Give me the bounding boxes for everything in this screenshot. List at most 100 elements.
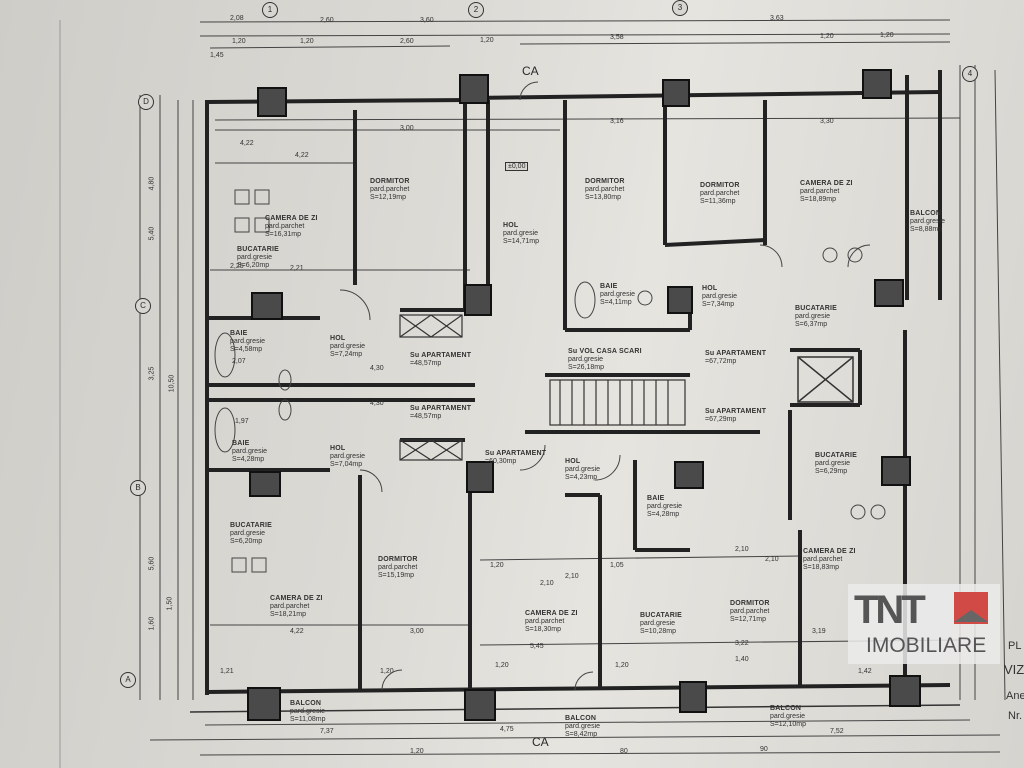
- dimension-left: 10,50: [168, 374, 176, 393]
- room-floor: pard.gresie: [230, 338, 266, 345]
- axis-marker-c: C: [135, 298, 151, 314]
- dimension-top: 3,60: [420, 17, 434, 24]
- dimension-top: 1,20: [232, 38, 246, 45]
- dimension-bottom: 1,20: [615, 662, 629, 669]
- dimension-inner: 2,21: [290, 265, 304, 272]
- dimension-bottom: 7,37: [320, 728, 334, 735]
- room-area: S=14,71mp: [503, 238, 539, 245]
- room-area: S=10,28mp: [640, 628, 676, 635]
- dimension-top: 2,60: [400, 38, 414, 45]
- room-name: BALCON: [910, 210, 942, 217]
- dimension-inner: 3,22: [735, 640, 749, 647]
- room-name: BALCON: [290, 700, 322, 707]
- section-mark-bottom: CA: [532, 735, 549, 749]
- dimension-left: 1,60: [148, 616, 156, 631]
- title-block-nr: Nr.: [1008, 710, 1023, 722]
- axis-marker-4: 4: [962, 66, 978, 82]
- room-name: CAMERA DE ZI: [800, 180, 853, 187]
- room-area: S=4,11mp: [600, 299, 632, 306]
- room-name: DORMITOR: [378, 556, 418, 563]
- room-name: HOL: [565, 458, 581, 465]
- door-swings: [214, 81, 886, 691]
- dimension-inner: 2,10: [765, 556, 779, 563]
- room-area: S=12,19mp: [370, 194, 406, 201]
- room-area: S=8,42mp: [565, 731, 598, 738]
- room-floor: pard.gresie: [230, 530, 266, 537]
- room-name: HOL: [330, 445, 346, 452]
- title-block-pl: PL: [1008, 640, 1022, 652]
- room-area: S=6,20mp: [237, 262, 270, 269]
- room-area: S=4,58mp: [230, 346, 263, 353]
- dimension-inner: 1,20: [490, 562, 504, 569]
- room-area: S=12,10mp: [770, 721, 806, 728]
- dimension-inner: 1,05: [610, 562, 624, 569]
- room-label: Su APARTAMENT=60,30mp: [485, 450, 546, 466]
- room-area: S=4,23mp: [565, 474, 598, 481]
- room-floor: pard.gresie: [647, 503, 683, 510]
- balcony-lines: [189, 356, 961, 713]
- axis-marker-2: 2: [468, 2, 484, 18]
- dimension-inner: 4,22: [290, 628, 304, 635]
- room-area: S=7,04mp: [330, 461, 363, 468]
- room-floor: pard.gresie: [232, 448, 268, 455]
- room-label: Su APARTAMENT=67,29mp: [705, 408, 766, 424]
- room-floor: pard.gresie: [600, 291, 636, 298]
- room-area: S=7,24mp: [330, 351, 363, 358]
- room-floor: pard.parchet: [270, 603, 310, 610]
- room-floor: pard.parchet: [803, 556, 843, 563]
- dimension-bottom: 1,42: [858, 668, 872, 675]
- dimension-inner: 3,00: [410, 628, 424, 635]
- tnt-imobiliare-watermark: TNT IMOBILIARE: [848, 584, 1000, 664]
- room-floor: pard.gresie: [815, 460, 851, 467]
- dimension-inner: 4,30: [370, 365, 384, 372]
- dimension-top: 1,20: [300, 38, 314, 45]
- dimension-top: 1,20: [480, 37, 494, 44]
- axis-marker-1: 1: [262, 2, 278, 18]
- room-name: HOL: [702, 285, 718, 292]
- room-name: DORMITOR: [370, 178, 410, 185]
- dimension-top: 2,08: [230, 15, 244, 22]
- dimension-bottom: 1,20: [380, 668, 394, 675]
- axis-marker-b: B: [130, 480, 146, 496]
- room-area: =60,30mp: [485, 458, 517, 465]
- elevation-label: ±0,00: [505, 162, 529, 171]
- room-name: DORMITOR: [730, 600, 770, 607]
- room-floor: pard.gresie: [702, 293, 738, 300]
- room-area: S=7,34mp: [702, 301, 735, 308]
- dimension-lines: [59, 19, 1006, 768]
- room-area: S=26,18mp: [568, 364, 604, 371]
- room-area: =48,57mp: [410, 413, 442, 420]
- dimension-bottom: 90: [760, 746, 768, 753]
- room-area: S=16,31mp: [265, 231, 301, 238]
- title-block-ane: Ane: [1006, 690, 1024, 702]
- room-floor: pard.gresie: [640, 620, 676, 627]
- room-area: S=11,36mp: [700, 198, 736, 205]
- room-floor: pard.gresie: [565, 466, 601, 473]
- logo-sub: IMOBILIARE: [866, 634, 987, 657]
- dimension-bottom: 80: [620, 748, 628, 755]
- dimension-bottom: 7,52: [830, 728, 844, 735]
- room-floor: pard.parchet: [800, 188, 840, 195]
- room-floor: pard.gresie: [290, 708, 326, 715]
- dimension-top: 3,58: [610, 34, 624, 41]
- dimension-inner: 2,07: [232, 358, 246, 365]
- room-name: BUCATARIE: [815, 452, 857, 459]
- room-name: DORMITOR: [700, 182, 740, 189]
- dimension-inner: 2,10: [735, 546, 749, 553]
